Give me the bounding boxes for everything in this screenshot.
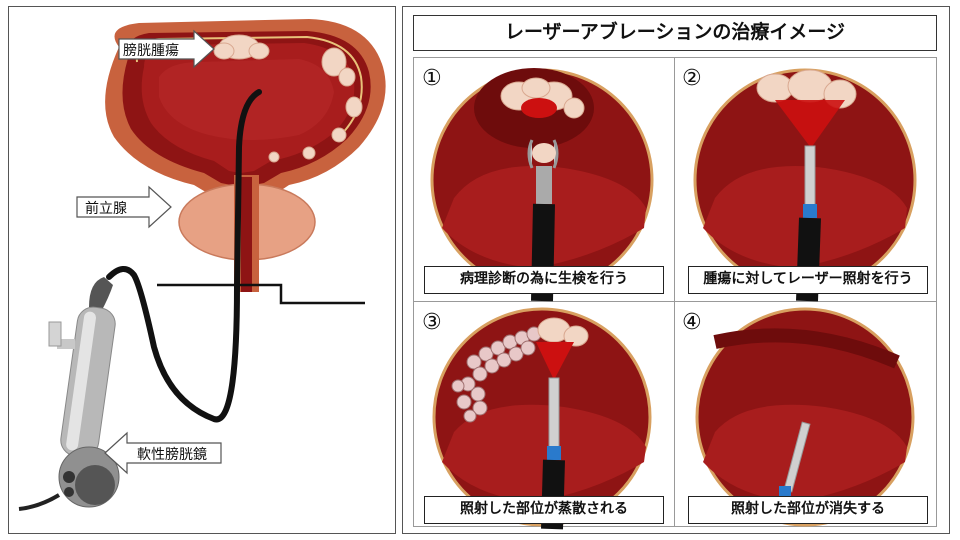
bladder-tumor-label: 膀胱腫瘍 (123, 43, 179, 59)
step-2-caption: 腫瘍に対してレーザー照射を行う (688, 266, 928, 294)
prostate-arrow (76, 185, 172, 229)
steps-grid: ① 病理診断の為に生検を行う ② 腫瘍に対してレーザー照射を行う ③ (413, 57, 937, 530)
step-1-caption: 病理診断の為に生検を行う (424, 266, 664, 294)
step-2-number: ② (682, 66, 702, 91)
cystoscope-label: 軟性膀胱鏡 (137, 447, 207, 463)
body-outline (157, 283, 365, 305)
step-4-number: ④ (682, 310, 702, 335)
laser-beam-3 (536, 342, 574, 380)
scope-cable (106, 89, 262, 423)
bladder-illustration (18, 19, 386, 511)
laser-beam-2 (775, 100, 845, 148)
step-2-illustration (693, 68, 917, 302)
step-3-illustration (432, 307, 652, 530)
step-1-illustration (430, 68, 654, 302)
cystoscope-device (18, 277, 120, 511)
treatment-panel: レーザーアブレーションの治療イメージ ① 病理診断の為に生検を行う ② (402, 6, 950, 534)
diagram-title: レーザーアブレーションの治療イメージ (413, 15, 937, 51)
prostate-label: 前立腺 (85, 201, 127, 217)
step-1-number: ① (422, 66, 442, 91)
tumor-arrow (118, 29, 215, 69)
step-3-number: ③ (422, 310, 442, 335)
step-4-caption: 照射した部位が消失する (688, 496, 928, 524)
bladder-tumors (213, 34, 363, 163)
anatomy-panel: 膀胱腫瘍 前立腺 軟性膀胱鏡 (8, 6, 396, 534)
step-4-illustration (695, 307, 915, 527)
step-3-caption: 照射した部位が蒸散される (424, 496, 664, 524)
